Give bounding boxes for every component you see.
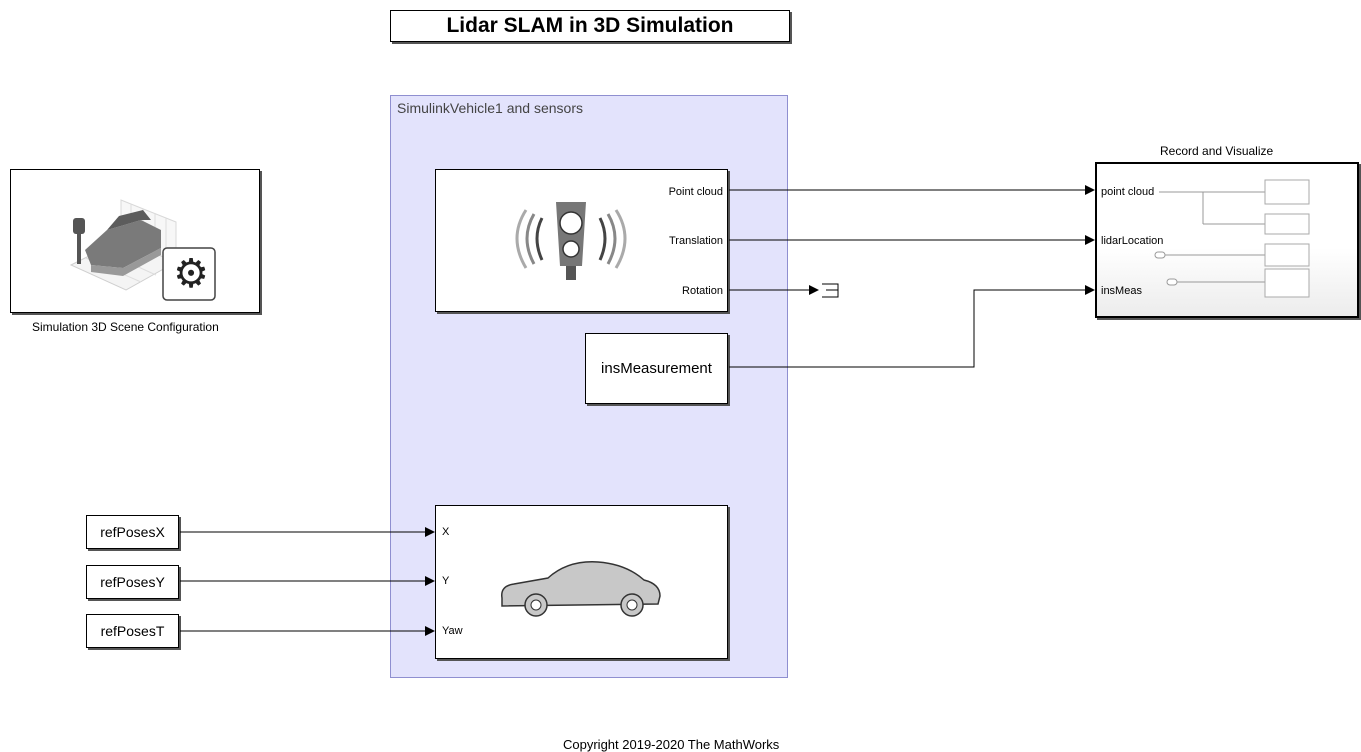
record-visualize-caption: Record and Visualize <box>1160 144 1274 158</box>
input-port-yaw[interactable]: Yaw <box>442 625 463 637</box>
ref-poses-x-block[interactable]: refPosesX <box>86 515 179 549</box>
scene-config-caption: Simulation 3D Scene Configuration <box>32 320 219 334</box>
gear-icon: ⚙ <box>173 252 209 296</box>
vehicle-block[interactable]: X Y Yaw <box>435 505 728 659</box>
car-icon <box>501 561 661 617</box>
area-label: SimulinkVehicle1 and sensors <box>397 100 583 116</box>
model-title: Lidar SLAM in 3D Simulation <box>390 10 790 42</box>
input-port-point-cloud[interactable]: point cloud <box>1101 186 1155 198</box>
terminator-icon <box>822 283 839 298</box>
ref-poses-y-block[interactable]: refPosesY <box>86 565 179 599</box>
input-port-x[interactable]: X <box>442 526 450 538</box>
output-port-translation[interactable]: Translation <box>668 235 723 247</box>
lidar-sensor-icon <box>515 202 627 280</box>
ins-measurement-block[interactable]: insMeasurement <box>585 333 728 404</box>
record-visualize-block[interactable]: point cloud lidarLocation insMeas <box>1095 162 1359 318</box>
input-port-ins-meas[interactable]: insMeas <box>1101 285 1142 297</box>
lidar-sensor-block[interactable]: Point cloud Translation Rotation <box>435 169 728 312</box>
input-port-lidar-location[interactable]: lidarLocation <box>1101 235 1164 247</box>
input-port-y[interactable]: Y <box>442 575 450 587</box>
copyright-text: Copyright 2019-2020 The MathWorks <box>563 737 780 752</box>
scene-config-block[interactable]: ⚙ <box>10 169 260 313</box>
internal-wiring <box>1154 179 1310 298</box>
output-port-point-cloud[interactable]: Point cloud <box>668 186 723 198</box>
output-port-rotation[interactable]: Rotation <box>682 285 723 297</box>
scene-config-icon <box>69 199 216 301</box>
ref-poses-t-block[interactable]: refPosesT <box>86 614 179 648</box>
